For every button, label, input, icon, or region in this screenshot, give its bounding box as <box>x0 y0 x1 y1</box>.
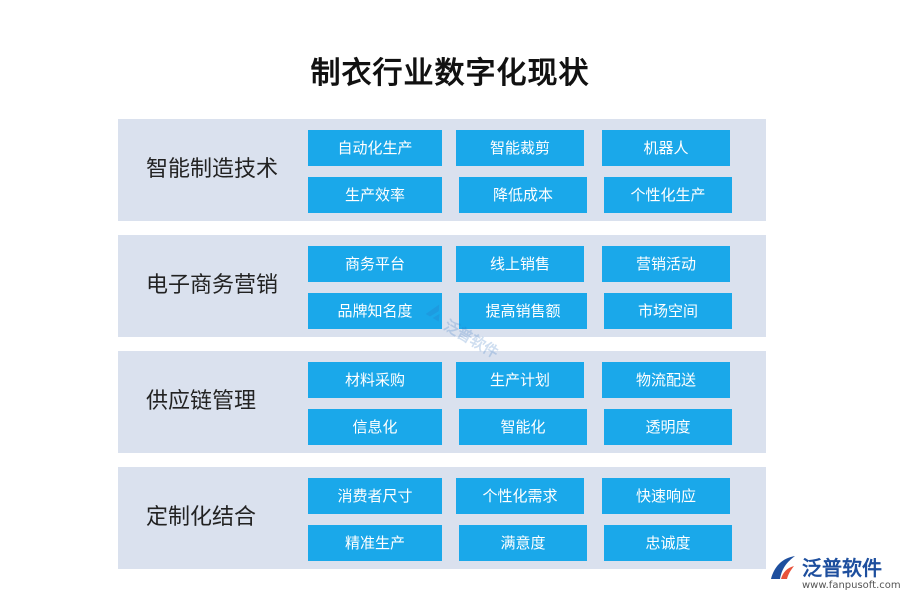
tag-item: 自动化生产 <box>308 130 442 166</box>
section-label: 电子商务营销 <box>146 273 279 298</box>
tag-item: 快速响应 <box>602 478 730 514</box>
tag-item: 智能化 <box>459 409 587 445</box>
tag-item: 线上销售 <box>456 246 584 282</box>
tag-item: 降低成本 <box>459 177 587 213</box>
tag-item: 透明度 <box>604 409 732 445</box>
section-label: 定制化结合 <box>146 505 257 530</box>
brand-logo: 泛普软件 www.fanpusoft.com <box>768 548 900 600</box>
section-panel-supply-chain: 供应链管理 材料采购 生产计划 物流配送 信息化 智能化 透明度 <box>118 351 766 453</box>
tag-item: 精准生产 <box>308 525 442 561</box>
tag-item: 提高销售额 <box>459 293 587 329</box>
tag-item: 品牌知名度 <box>308 293 442 329</box>
tag-item: 材料采购 <box>308 362 442 398</box>
watermark: 泛普软件 <box>406 296 518 389</box>
tag-item: 消费者尺寸 <box>308 478 442 514</box>
tag-item: 智能裁剪 <box>456 130 584 166</box>
tag-item: 市场空间 <box>604 293 732 329</box>
fanpu-logo-icon <box>771 556 795 579</box>
diagram-title: 制衣行业数字化现状 <box>310 56 590 91</box>
tag-item: 商务平台 <box>308 246 442 282</box>
tag-item: 满意度 <box>459 525 587 561</box>
section-panel-ecommerce-marketing: 电子商务营销 商务平台 线上销售 营销活动 品牌知名度 提高销售额 市场空间 <box>118 235 766 337</box>
brand-name: 泛普软件 <box>802 556 882 580</box>
tag-item: 营销活动 <box>602 246 730 282</box>
section-panel-intelligent-manufacturing: 智能制造技术 自动化生产 智能裁剪 机器人 生产效率 降低成本 个性化生产 <box>118 119 766 221</box>
tag-item: 信息化 <box>308 409 442 445</box>
section-label: 智能制造技术 <box>146 157 279 182</box>
tag-item: 物流配送 <box>602 362 730 398</box>
tag-item: 个性化需求 <box>456 478 584 514</box>
tag-item: 生产效率 <box>308 177 442 213</box>
tag-item: 生产计划 <box>456 362 584 398</box>
tag-item: 忠诚度 <box>604 525 732 561</box>
tag-item: 机器人 <box>602 130 730 166</box>
section-label: 供应链管理 <box>146 389 257 414</box>
tag-item: 个性化生产 <box>604 177 732 213</box>
brand-url: www.fanpusoft.com <box>802 580 900 591</box>
fanpu-logo-icon <box>425 304 440 322</box>
section-panel-customization: 定制化结合 消费者尺寸 个性化需求 快速响应 精准生产 满意度 忠诚度 <box>118 467 766 569</box>
